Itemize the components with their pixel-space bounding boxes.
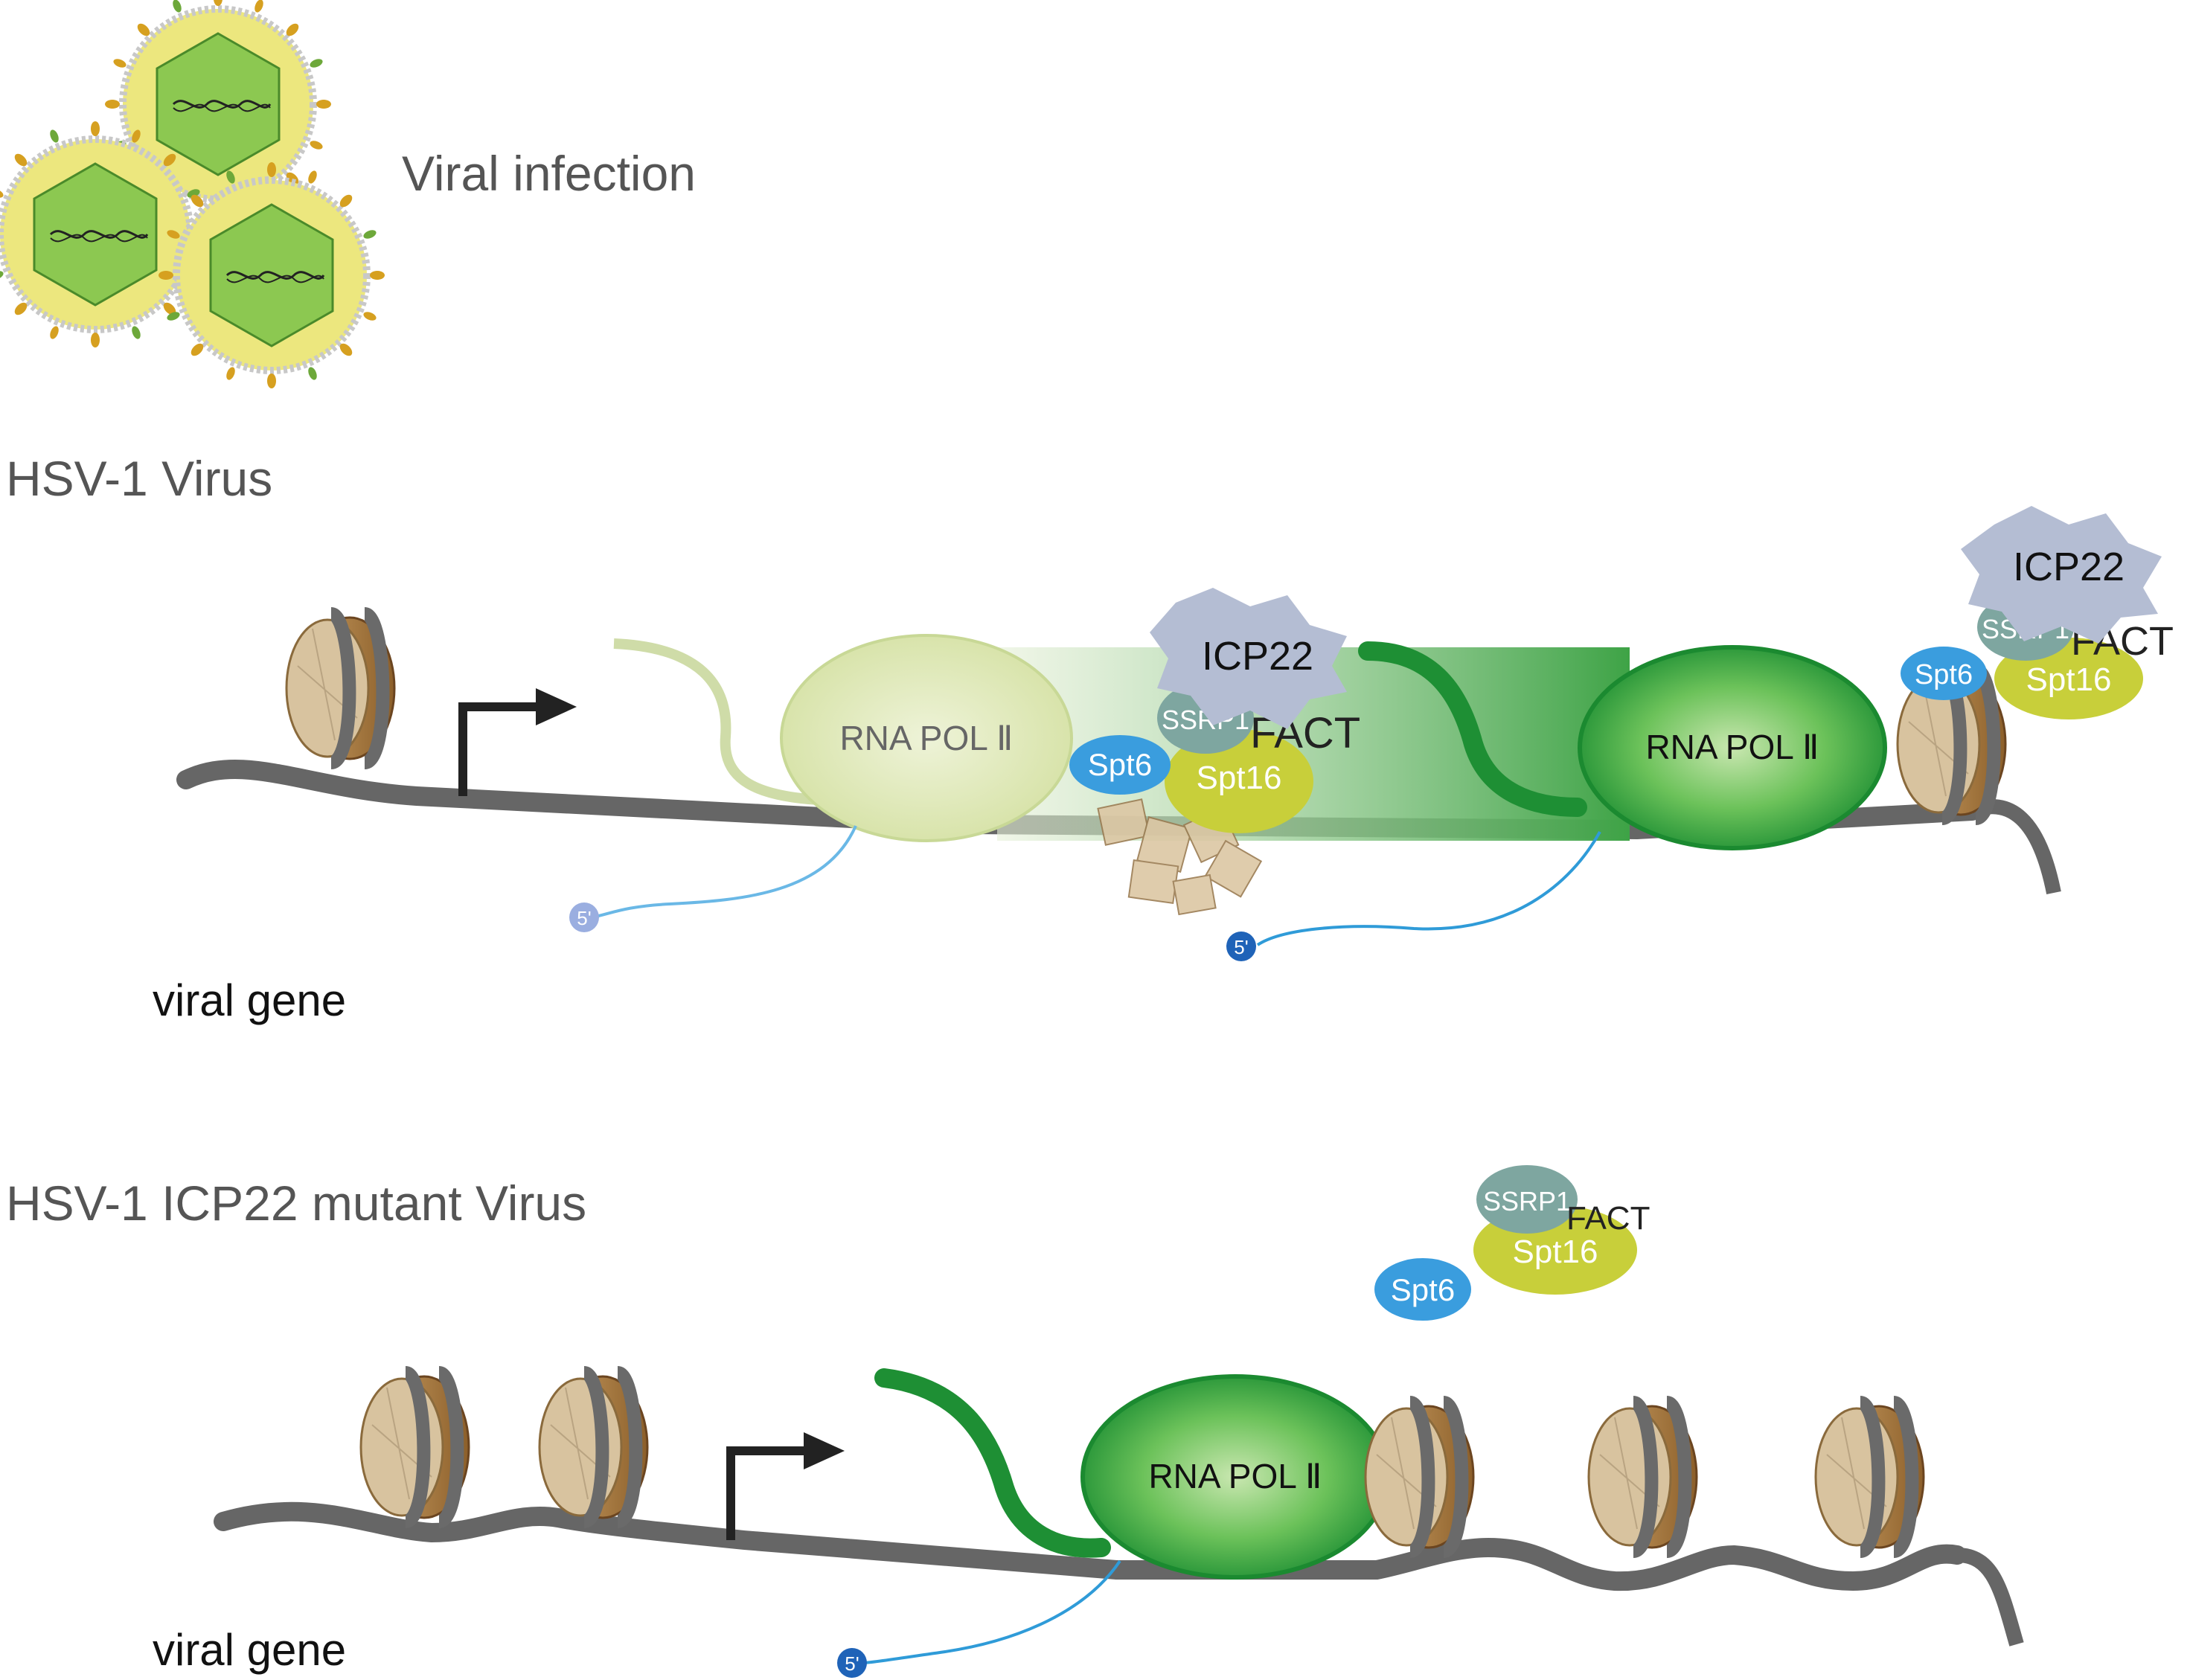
nucleosome-icon (286, 614, 394, 763)
rna-pol-ii-fading (780, 634, 1073, 842)
spt16-label: Spt16 (1513, 1234, 1598, 1270)
icp22-protein (1961, 506, 2162, 644)
dna-strand-2 (214, 1501, 1967, 1591)
section1-title: HSV-1 Virus (6, 451, 272, 506)
icp22-label: ICP22 (2013, 545, 2125, 589)
spt6-protein (1374, 1258, 1471, 1321)
five-prime-label-active: 5' (1234, 936, 1248, 958)
viral-gene-label-1: viral gene (153, 975, 346, 1025)
rna-pol-ii-label-mutant: RNA POL Ⅱ (1148, 1457, 1322, 1495)
panel-wild-type: RNA POL Ⅱ 5' Spt16 SSRP1 FACT Spt6 ICP22… (153, 506, 2174, 1025)
spt6-protein (1069, 735, 1171, 795)
virus-particle-3 (159, 162, 385, 388)
nucleosome-icon (1816, 1402, 1924, 1551)
rna-transcript-active (1256, 831, 1601, 946)
nucleosome-icon (361, 1373, 469, 1522)
spt6-protein (1901, 647, 1987, 700)
spt16-subunit (1165, 729, 1313, 833)
viral-gene-label-2: viral gene (153, 1625, 346, 1675)
spt16-label: Spt16 (1197, 760, 1282, 796)
fact-label: FACT (1566, 1200, 1650, 1237)
viral-infection-label: Viral infection (402, 146, 696, 201)
spt6-label: Spt6 (1915, 659, 1973, 690)
dna-strand-1 (176, 759, 1982, 840)
rna-transcript-mutant (862, 1559, 1121, 1664)
promoter-arrow-icon (726, 1446, 819, 1540)
rna-transcript-faded (595, 825, 857, 918)
five-prime-label-mutant: 5' (845, 1652, 859, 1675)
promoter-arrow-icon (458, 702, 551, 796)
rna-pol-ii-label-faded: RNA POL Ⅱ (839, 719, 1013, 757)
section2-title: HSV-1 ICP22 mutant Virus (6, 1176, 586, 1231)
ssrp1-label: SSRP1 (1483, 1186, 1571, 1216)
panel-icp22-mutant: Spt16 SSRP1 FACT Spt6 RNA POL Ⅱ 5' viral… (153, 1165, 2024, 1678)
icp22-protein (1150, 588, 1347, 729)
nucleosome-icon (1589, 1402, 1697, 1551)
five-prime-label-faded: 5' (577, 907, 591, 929)
icp22-label: ICP22 (1202, 634, 1313, 679)
nucleosome-icon (1365, 1402, 1473, 1551)
rna-pol-ii-label-active: RNA POL Ⅱ (1645, 728, 1819, 766)
spt6-label: Spt6 (1088, 747, 1152, 782)
nucleosome-icon (540, 1373, 647, 1522)
ssrp1-subunit (1476, 1165, 1578, 1234)
rna-pol-ii-active (1578, 645, 1887, 850)
spt6-label: Spt6 (1391, 1272, 1455, 1307)
spt16-label: Spt16 (2026, 661, 2112, 698)
